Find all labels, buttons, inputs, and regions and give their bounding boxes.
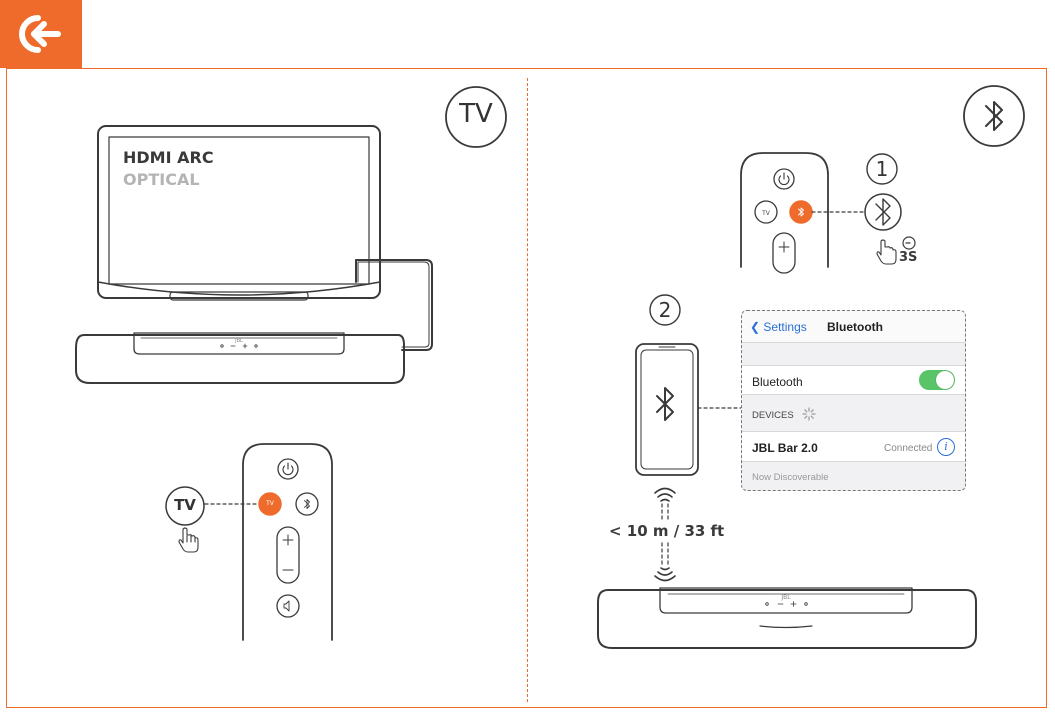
tv-button-label: TV (266, 500, 274, 507)
tv-source-badge-label: TV (459, 99, 493, 129)
bluetooth-toggle[interactable] (919, 370, 955, 390)
clock-icon (902, 236, 916, 250)
bluetooth-icon (875, 198, 891, 226)
bluetooth-toggle-label: Bluetooth (752, 375, 803, 389)
info-icon[interactable]: i (937, 438, 955, 456)
device-name: JBL Bar 2.0 (752, 441, 818, 455)
settings-back-label: Settings (763, 320, 807, 334)
diagram-frame (6, 68, 1047, 708)
step-two-badge (649, 294, 681, 326)
tv-source-badge (445, 86, 507, 148)
bluetooth-icon (656, 387, 674, 421)
soundbar-logo: JBL (780, 594, 791, 601)
step-one-badge (866, 153, 898, 185)
chevron-left-icon: ❮ (750, 320, 761, 334)
bluetooth-settings-panel: ❮ Settings Bluetooth Bluetooth DEVICES J… (741, 310, 966, 491)
remote-left (242, 443, 333, 641)
power-button[interactable] (277, 458, 299, 480)
discoverable-label: Now Discoverable (752, 472, 829, 483)
soundbar-right: JBL (597, 587, 977, 649)
wifi-signal-icon (654, 567, 676, 582)
tv-callout (165, 486, 205, 526)
tv-button[interactable] (754, 200, 778, 224)
spinner-icon (802, 407, 816, 421)
settings-nav-bar: ❮ Settings Bluetooth (742, 311, 965, 343)
step-two-number: 2 (658, 298, 672, 322)
hold-time-label: 3S (899, 250, 918, 265)
toggle-knob (936, 371, 954, 389)
device-row[interactable]: JBL Bar 2.0 Connected i (742, 431, 965, 462)
wifi-signal-icon (654, 487, 676, 502)
bluetooth-callout (864, 193, 902, 231)
power-button[interactable] (773, 168, 795, 190)
section-divider (527, 78, 528, 702)
devices-section-label: DEVICES (752, 410, 794, 421)
tv-illustration (97, 125, 381, 301)
volume-rocker[interactable] (772, 232, 796, 274)
hdmi-cable (355, 259, 433, 351)
bluetooth-button[interactable] (295, 492, 319, 516)
bluetooth-source-badge (963, 85, 1025, 147)
mute-button[interactable] (276, 594, 300, 618)
remote-right: TV (740, 152, 829, 274)
phone-illustration (635, 343, 699, 476)
tv-screen-optical-label: OPTICAL (123, 170, 200, 189)
back-arrow-icon (19, 15, 61, 53)
tv-screen-hdmi-label: HDMI ARC (123, 148, 214, 167)
back-button[interactable] (0, 0, 82, 68)
soundbar-left: JBL (75, 332, 405, 384)
range-line (661, 503, 669, 565)
svg-text:TV: TV (761, 210, 771, 217)
volume-rocker[interactable] (276, 526, 300, 584)
settings-back-link[interactable]: ❮ Settings (750, 320, 807, 334)
settings-title: Bluetooth (827, 320, 883, 334)
bluetooth-toggle-row: Bluetooth (742, 365, 965, 395)
step-one-number: 1 (875, 157, 889, 181)
device-status: Connected (884, 443, 933, 454)
bluetooth-icon (985, 101, 1003, 131)
hand-press-icon (178, 527, 199, 553)
tv-callout-label: TV (174, 496, 196, 514)
hand-press-icon (876, 239, 897, 265)
soundbar-logo: JBL (234, 338, 243, 344)
bluetooth-icon (304, 499, 310, 509)
range-label: < 10 m / 33 ft (609, 522, 725, 540)
mute-icon (283, 600, 290, 612)
tv-button[interactable] (258, 492, 282, 516)
power-icon (282, 465, 294, 476)
power-icon (778, 175, 790, 186)
